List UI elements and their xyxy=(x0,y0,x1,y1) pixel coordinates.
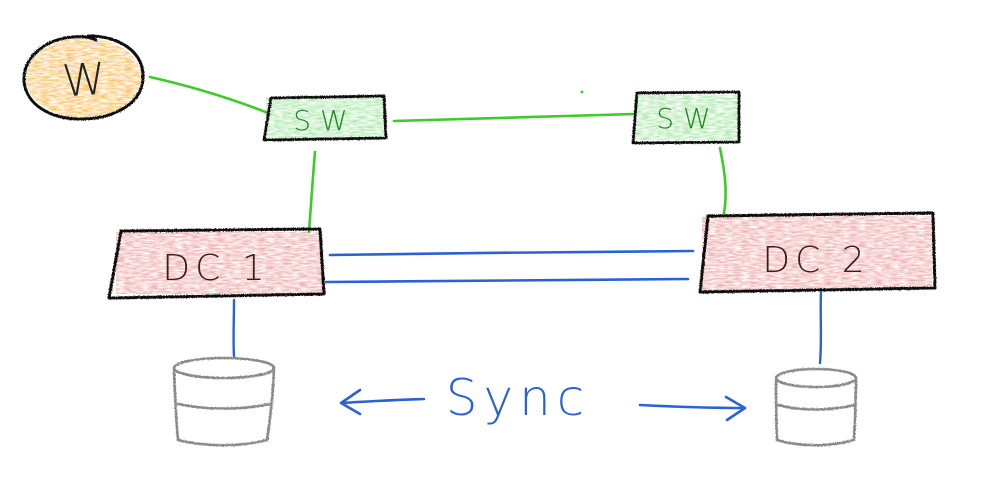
storage-links xyxy=(232,249,823,365)
switch-left-node: SW xyxy=(262,94,388,142)
dc1-fill xyxy=(116,232,322,294)
storage-right-icon xyxy=(774,367,858,447)
interconnect-line-lower xyxy=(324,277,690,284)
switch-right-outline xyxy=(631,90,741,145)
link-switch-right-to-dc2 xyxy=(718,146,727,215)
dc2-fill xyxy=(702,216,932,290)
dc2-node: DC 2 xyxy=(698,211,937,294)
sync-arrow-left xyxy=(339,388,426,416)
stray-dot xyxy=(580,90,584,94)
dc1-outline xyxy=(107,227,326,300)
network-links xyxy=(148,75,727,234)
wan-node: W xyxy=(22,34,145,121)
wan-fill xyxy=(26,38,142,118)
dc1-label: DC 1 xyxy=(162,248,269,289)
dc1-node: DC 1 xyxy=(107,227,326,300)
switch-left-fill xyxy=(266,97,384,139)
switch-right-fill xyxy=(634,95,738,140)
wan-label: W xyxy=(61,54,108,108)
link-switch-left-to-switch-right xyxy=(392,112,636,123)
switch-left-outline xyxy=(262,94,388,142)
switch-right-label: SW xyxy=(656,102,719,135)
switch-right-node: SW xyxy=(631,90,741,145)
switch-left-label: SW xyxy=(293,104,356,137)
sync-arrow-right xyxy=(638,395,747,422)
interconnect-line-upper xyxy=(328,249,695,257)
link-dc2-to-storage-right xyxy=(818,290,823,365)
dc2-label: DC 2 xyxy=(762,240,869,281)
dc2-outline xyxy=(698,211,937,294)
link-wan-to-switch-left xyxy=(148,75,270,115)
wan-outline xyxy=(22,34,145,121)
sync-label: Sync xyxy=(446,369,591,427)
link-switch-left-to-dc1 xyxy=(307,150,317,234)
storage-left-icon xyxy=(172,356,276,447)
